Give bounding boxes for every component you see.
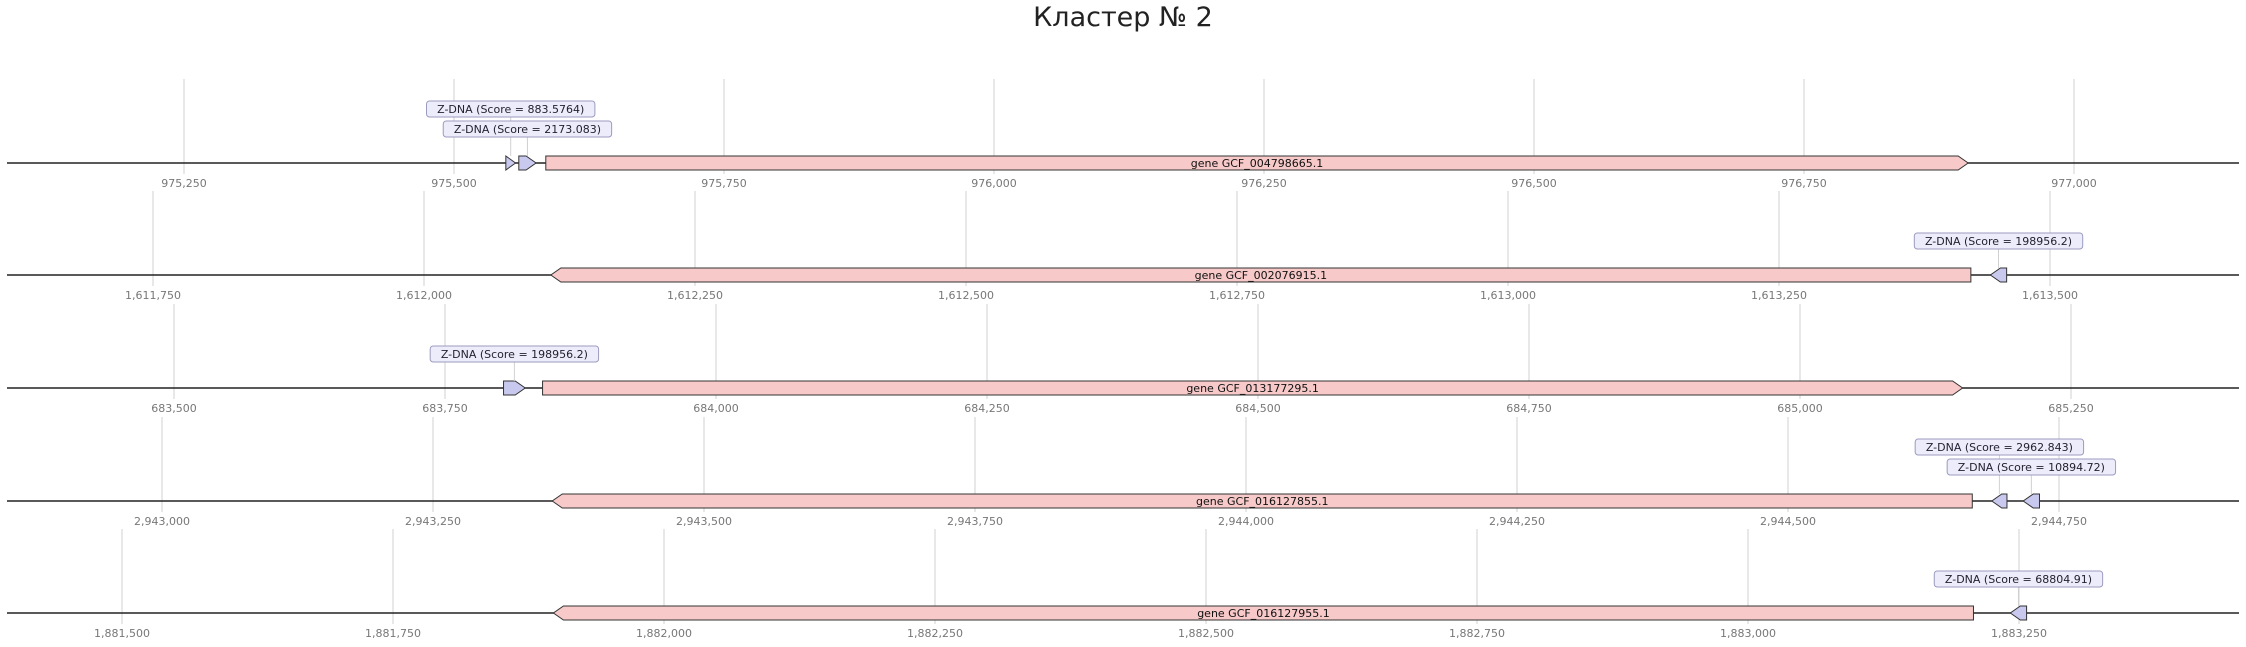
tick-label: 1,882,000 xyxy=(636,627,692,640)
track-5: 1,881,500 1,881,750 1,882,000 1,882,250 1,88… xyxy=(7,529,2239,640)
tick-label: 977,000 xyxy=(2051,177,2097,190)
tick-label: 1,881,750 xyxy=(365,627,421,640)
tick-label: 1,613,500 xyxy=(2022,289,2078,302)
gene-arrow xyxy=(545,155,1970,171)
tick-label: 976,250 xyxy=(1241,177,1287,190)
tick-label: 685,000 xyxy=(1777,402,1823,415)
annotation-box xyxy=(1933,570,2104,588)
tick-label: 2,944,250 xyxy=(1489,515,1545,528)
tick-label: 1,612,000 xyxy=(396,289,452,302)
zdna-label: Z-DNA (Score = 198956.2) xyxy=(441,348,588,361)
zdna-feature xyxy=(2022,493,2040,509)
zdna-feature xyxy=(1989,267,2008,283)
gene-arrow xyxy=(551,493,1973,509)
tick-label: 1,883,250 xyxy=(1991,627,2047,640)
gene-label: gene GCF_013177295.1 xyxy=(1186,382,1319,395)
tick-label: 684,250 xyxy=(964,402,1010,415)
gene-label: gene GCF_016127955.1 xyxy=(1197,607,1330,620)
annotation-box xyxy=(1913,232,2084,250)
zdna-label: Z-DNA (Score = 2962.843) xyxy=(1926,441,2073,454)
gene-arrow xyxy=(542,380,1964,396)
tick-label: 975,500 xyxy=(431,177,477,190)
tick-label: 684,750 xyxy=(1506,402,1552,415)
tick-label: 1,883,000 xyxy=(1720,627,1776,640)
tick-label: 684,000 xyxy=(693,402,739,415)
tick-label: 683,500 xyxy=(151,402,197,415)
zdna-label: Z-DNA (Score = 10894.72) xyxy=(1958,461,2105,474)
tick-label: 2,944,500 xyxy=(1760,515,1816,528)
tick-label: 2,944,000 xyxy=(1218,515,1274,528)
zdna-label: Z-DNA (Score = 198956.2) xyxy=(1925,235,2072,248)
zdna-label: Z-DNA (Score = 68804.91) xyxy=(1945,573,2092,586)
annotation-box xyxy=(1914,438,2085,456)
tick-label: 684,500 xyxy=(1235,402,1281,415)
tick-label: 685,250 xyxy=(2048,402,2094,415)
tick-label: 976,750 xyxy=(1781,177,1827,190)
zdna-label: Z-DNA (Score = 883.5764) xyxy=(437,103,584,116)
tick-label: 1,882,750 xyxy=(1449,627,1505,640)
chart-title: Кластер № 2 xyxy=(1033,2,1213,33)
zdna-label: Z-DNA (Score = 2173.083) xyxy=(454,123,601,136)
annotation-box xyxy=(429,345,600,363)
gene-arrow xyxy=(552,605,1974,621)
tick-label: 976,000 xyxy=(971,177,1017,190)
zdna-feature xyxy=(1990,493,2008,509)
tick-label: 975,250 xyxy=(161,177,207,190)
tick-label: 1,613,250 xyxy=(1751,289,1807,302)
tick-label: 1,881,500 xyxy=(94,627,150,640)
tick-label: 1,882,250 xyxy=(907,627,963,640)
annotation-box xyxy=(1946,458,2117,476)
tick-label: 1,612,250 xyxy=(667,289,723,302)
track-3: 683,500 683,750 684,000 684,250 684,500 684,7… xyxy=(7,304,2239,415)
tick-label: 2,943,750 xyxy=(947,515,1003,528)
tick-label: 2,943,500 xyxy=(676,515,732,528)
gene-arrow xyxy=(549,267,1972,283)
zdna-feature xyxy=(505,155,517,171)
tick-label: 2,944,750 xyxy=(2031,515,2087,528)
tick-label: 683,750 xyxy=(422,402,468,415)
gene-label: gene GCF_004798665.1 xyxy=(1191,157,1324,170)
zdna-feature xyxy=(2009,605,2028,621)
annotation-box xyxy=(442,120,613,138)
zdna-feature xyxy=(503,380,527,396)
tick-label: 1,612,750 xyxy=(1209,289,1265,302)
tick-label: 1,612,500 xyxy=(938,289,994,302)
track-2: 1,611,750 1,612,000 1,612,250 1,612,500 1,61… xyxy=(7,191,2239,302)
track-4: 2,943,000 2,943,250 2,943,500 2,943,750 2,94… xyxy=(7,417,2239,528)
tick-label: 2,943,000 xyxy=(134,515,190,528)
tick-label: 976,500 xyxy=(1511,177,1557,190)
gene-label: gene GCF_016127855.1 xyxy=(1196,495,1329,508)
tick-label: 1,613,000 xyxy=(1480,289,1536,302)
track-1: 975,250 975,500 975,750 976,000 976,250 976,5… xyxy=(7,79,2239,190)
tick-label: 1,611,750 xyxy=(125,289,181,302)
tick-label: 975,750 xyxy=(701,177,747,190)
tick-label: 1,882,500 xyxy=(1178,627,1234,640)
gene-label: gene GCF_002076915.1 xyxy=(1195,269,1328,282)
annotation-box xyxy=(426,100,596,118)
zdna-feature xyxy=(518,155,537,171)
tick-label: 2,943,250 xyxy=(405,515,461,528)
